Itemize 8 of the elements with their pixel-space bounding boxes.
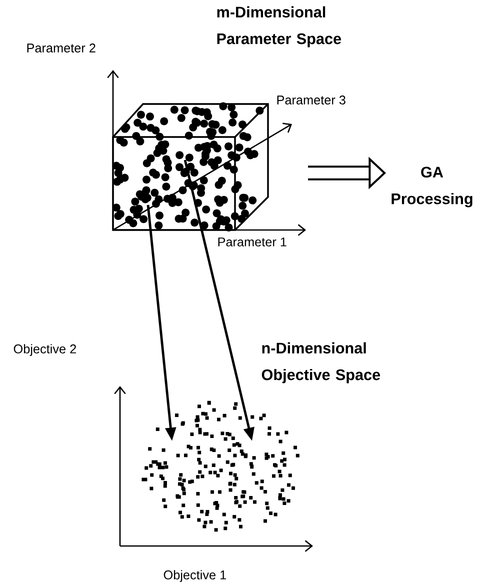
axis-label: Parameter 2 <box>27 44 96 52</box>
heading: n-Dimensional Objective Space <box>262 342 380 384</box>
axis-label: Objective 2 <box>14 344 76 356</box>
axis-label: Parameter 3 <box>277 96 346 104</box>
axis-label: Objective 1 <box>164 570 226 582</box>
heading: m-Dimensional Parameter Space <box>217 6 342 48</box>
axis-label: Parameter 1 <box>218 238 286 246</box>
process-label: GA Processing <box>392 166 472 208</box>
